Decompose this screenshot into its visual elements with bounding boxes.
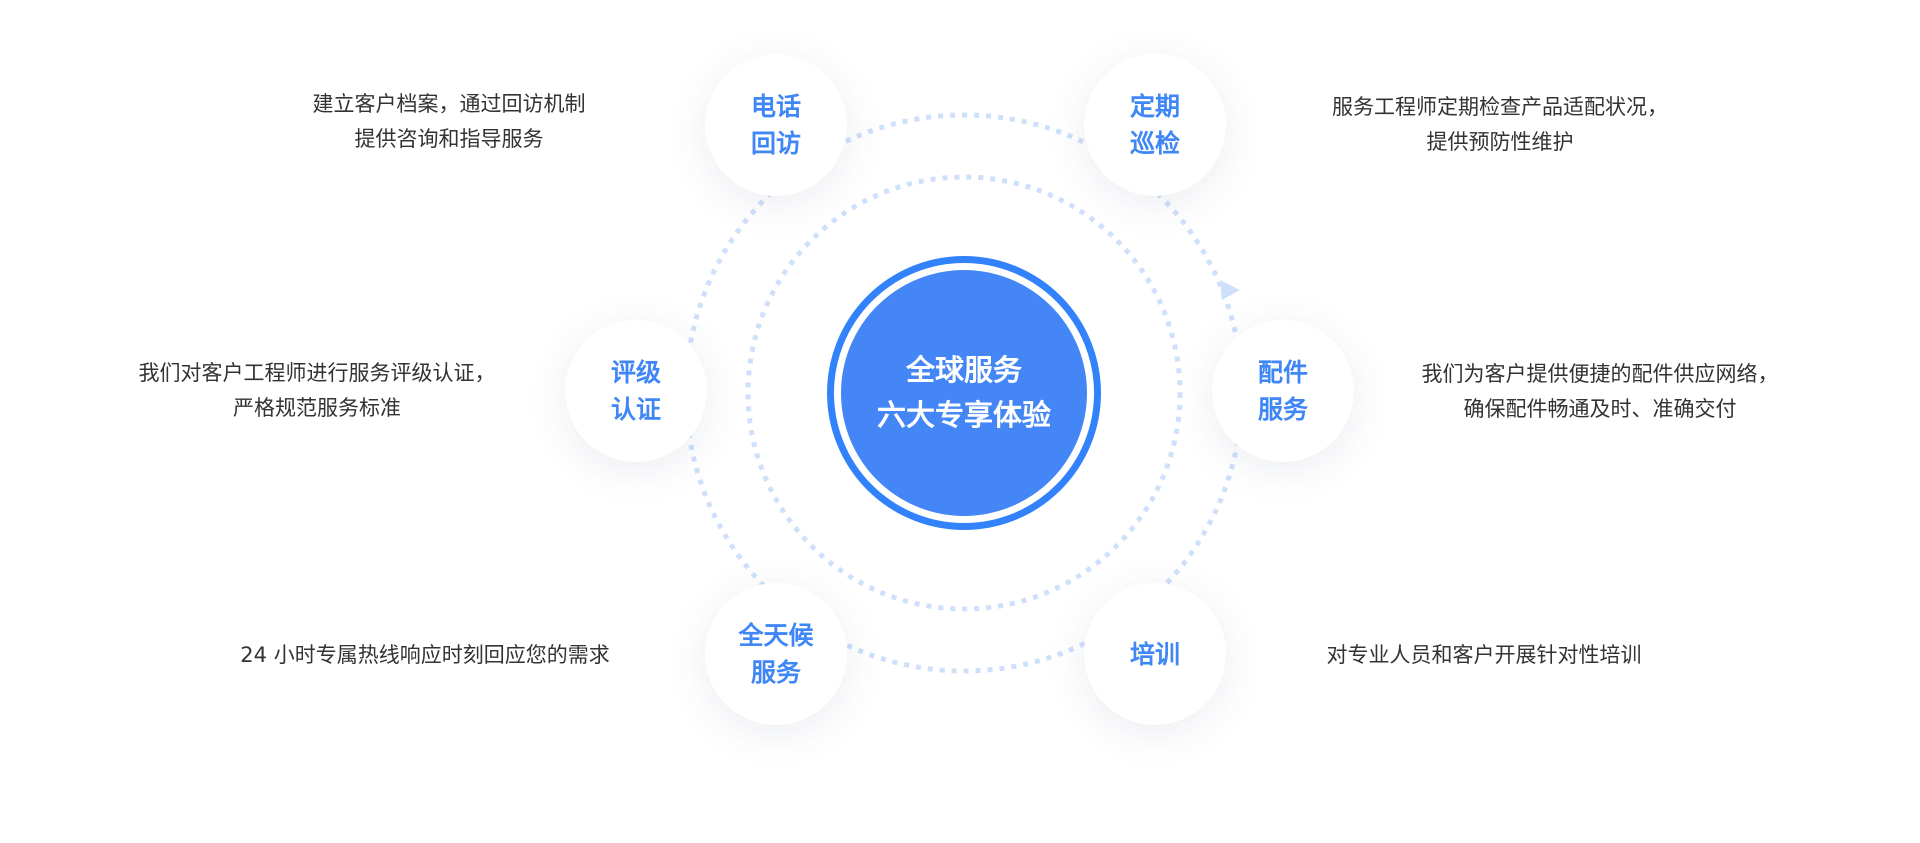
node-label: 配件 (1257, 358, 1308, 387)
desc-training: 对专业人员和客户开展针对性培训 (1327, 638, 1642, 673)
desc-parts-service: 我们为客户提供便捷的配件供应网络， 确保配件畅通及时、准确交付 (1422, 357, 1779, 427)
node-parts-service[interactable]: 配件 服务 (1212, 320, 1354, 462)
node-label: 服务 (1257, 395, 1308, 424)
node-24h-service[interactable]: 全天候 服务 (705, 583, 847, 725)
arrow-icon (1220, 280, 1240, 300)
desc-line: 严格规范服务标准 (233, 396, 401, 420)
node-inspection[interactable]: 定期 巡检 (1084, 54, 1226, 196)
center-title: 全球服务 (905, 353, 1022, 387)
node-label: 服务 (750, 658, 801, 687)
desc-inspection: 服务工程师定期检查产品适配状况， 提供预防性维护 (1332, 90, 1668, 160)
desc-line: 对专业人员和客户开展针对性培训 (1326, 643, 1642, 667)
center-fill: 全球服务 六大专享体验 (841, 270, 1087, 516)
node-label: 电话 (750, 92, 801, 121)
desc-24h-service: 24 小时专属热线响应时刻回应您的需求 (240, 638, 609, 673)
desc-phone-followup: 建立客户档案，通过回访机制 提供咨询和指导服务 (313, 87, 586, 157)
node-certification[interactable]: 评级 认证 (565, 320, 707, 462)
desc-line: 我们对客户工程师进行服务评级认证， (138, 361, 496, 385)
node-label: 培训 (1129, 639, 1180, 669)
node-label: 全天候 (738, 621, 814, 650)
desc-line: 24 小时专属热线响应时刻回应您的需求 (240, 643, 610, 667)
node-label: 巡检 (1129, 129, 1180, 158)
desc-line: 确保配件畅通及时、准确交付 (1463, 397, 1737, 421)
desc-line: 提供预防性维护 (1426, 130, 1574, 154)
desc-line: 建立客户档案，通过回访机制 (312, 92, 586, 116)
node-label: 定期 (1129, 92, 1180, 121)
node-label: 评级 (610, 358, 661, 387)
desc-line: 我们为客户提供便捷的配件供应网络， (1421, 362, 1779, 386)
desc-line: 服务工程师定期检查产品适配状况， (1332, 95, 1668, 119)
node-label: 认证 (610, 395, 661, 424)
node-label: 回访 (750, 129, 801, 158)
desc-line: 提供咨询和指导服务 (354, 127, 544, 151)
node-phone-followup[interactable]: 电话 回访 (705, 54, 847, 196)
node-training[interactable]: 培训 (1084, 583, 1226, 725)
center-circle: 全球服务 六大专享体验 (827, 256, 1101, 530)
inner-dashed-ring (745, 174, 1183, 612)
desc-certification: 我们对客户工程师进行服务评级认证， 严格规范服务标准 (139, 356, 496, 426)
center-subtitle: 六大专享体验 (876, 398, 1051, 432)
